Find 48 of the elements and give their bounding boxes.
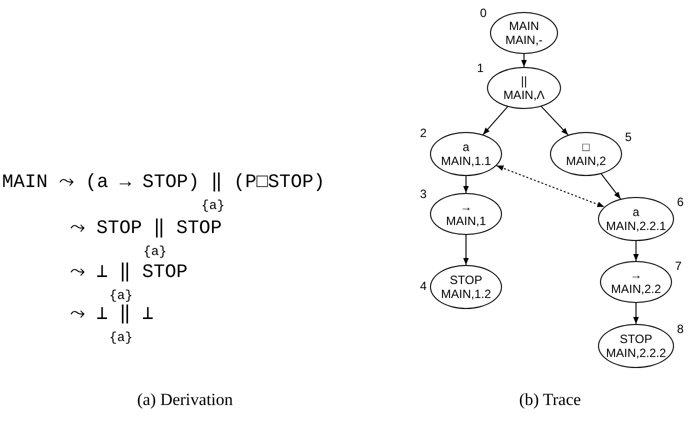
arrow [521, 54, 527, 68]
sync-set-label: {a} [109, 288, 133, 303]
node-number: 7 [675, 259, 682, 273]
sync-set-label: {a} [109, 330, 133, 345]
node-label: □ [582, 140, 590, 154]
node-label: → [460, 200, 472, 214]
arrow [482, 106, 508, 136]
node-label: STOP [620, 332, 652, 346]
arrow [633, 302, 639, 324]
node-number: 8 [677, 322, 684, 336]
node-sublabel: MAIN,1.2 [440, 287, 491, 301]
node-label: → [630, 268, 642, 282]
node-number: 1 [477, 61, 484, 75]
node-number: 2 [420, 126, 427, 140]
sync-set-label: {a} [143, 244, 167, 259]
node-number: 6 [677, 195, 684, 209]
sync-set-label: {a} [201, 198, 225, 213]
node-label: a [632, 205, 640, 219]
node-sublabel: MAIN,2.2 [610, 282, 661, 296]
node-number: 5 [625, 130, 632, 144]
node-label: MAIN [509, 19, 539, 33]
node-sublabel: MAIN,1.1 [440, 154, 491, 168]
arrow [540, 106, 569, 136]
derivation-step: MAIN ⤳ (a → STOP) ‖ (P□STOP) [2, 170, 325, 193]
node-number: 0 [480, 6, 487, 20]
derivation-step: ⤳ STOP ‖ STOP [70, 216, 222, 239]
derivation-step: ⤳ ⊥ ‖ STOP [70, 260, 188, 283]
arrow [463, 234, 469, 266]
subfigure-caption: (a) Derivation [137, 390, 233, 410]
node-sublabel: MAIN,2 [566, 154, 606, 168]
ellipse-node [430, 132, 502, 176]
subfigure-caption: (b) Trace [519, 390, 581, 410]
node-label: STOP [450, 273, 482, 287]
node-label: || [520, 74, 528, 88]
node-sublabel: MAIN,- [505, 33, 543, 47]
arrow [496, 165, 605, 208]
node-label: a [462, 140, 470, 154]
arrow [463, 176, 469, 194]
node-sublabel: MAIN,2.2.2 [606, 346, 666, 360]
node-sublabel: MAIN,Λ [503, 88, 545, 102]
arrow [633, 240, 639, 262]
node-number: 4 [420, 279, 427, 293]
derivation-step: ⤳ ⊥ ‖ ⊥ [70, 302, 154, 325]
node-sublabel: MAIN,1 [446, 214, 486, 228]
node-sublabel: MAIN,2.2.1 [606, 219, 666, 233]
node-number: 3 [420, 187, 427, 201]
ellipse-node [598, 197, 674, 241]
arrow [600, 173, 622, 200]
